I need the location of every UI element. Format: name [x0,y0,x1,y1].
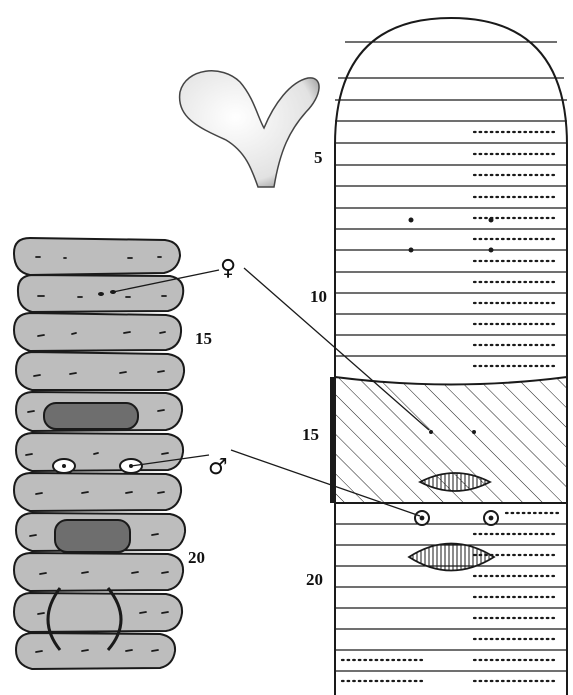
worm-outline-sketch [180,71,319,187]
genital-patch [44,403,138,429]
nephridiopore [489,248,494,253]
female-pore [98,292,104,296]
nephridiopore [489,218,494,223]
segment [16,433,183,471]
segment-label-20-right: 20 [306,570,323,589]
male-symbol: ♂ [208,455,228,480]
segment [14,313,181,351]
lateral-segment-diagram [330,18,567,695]
segment-label-5: 5 [314,148,323,167]
segment [14,593,182,632]
segment [14,553,183,591]
genital-patch [55,520,130,552]
nephridiopore [409,218,414,223]
nephridiopore [409,248,414,253]
segment-label-15-right: 15 [302,425,319,444]
segment [14,473,181,511]
segment-label-10: 10 [310,287,327,306]
ventral-segment-column [14,238,185,669]
female-pore-right [429,430,433,434]
segment-label-15-left: 15 [195,329,212,348]
segment-label-20-left: 20 [188,548,205,567]
female-symbol: ♀ [220,256,236,281]
female-pore-right [472,430,476,434]
